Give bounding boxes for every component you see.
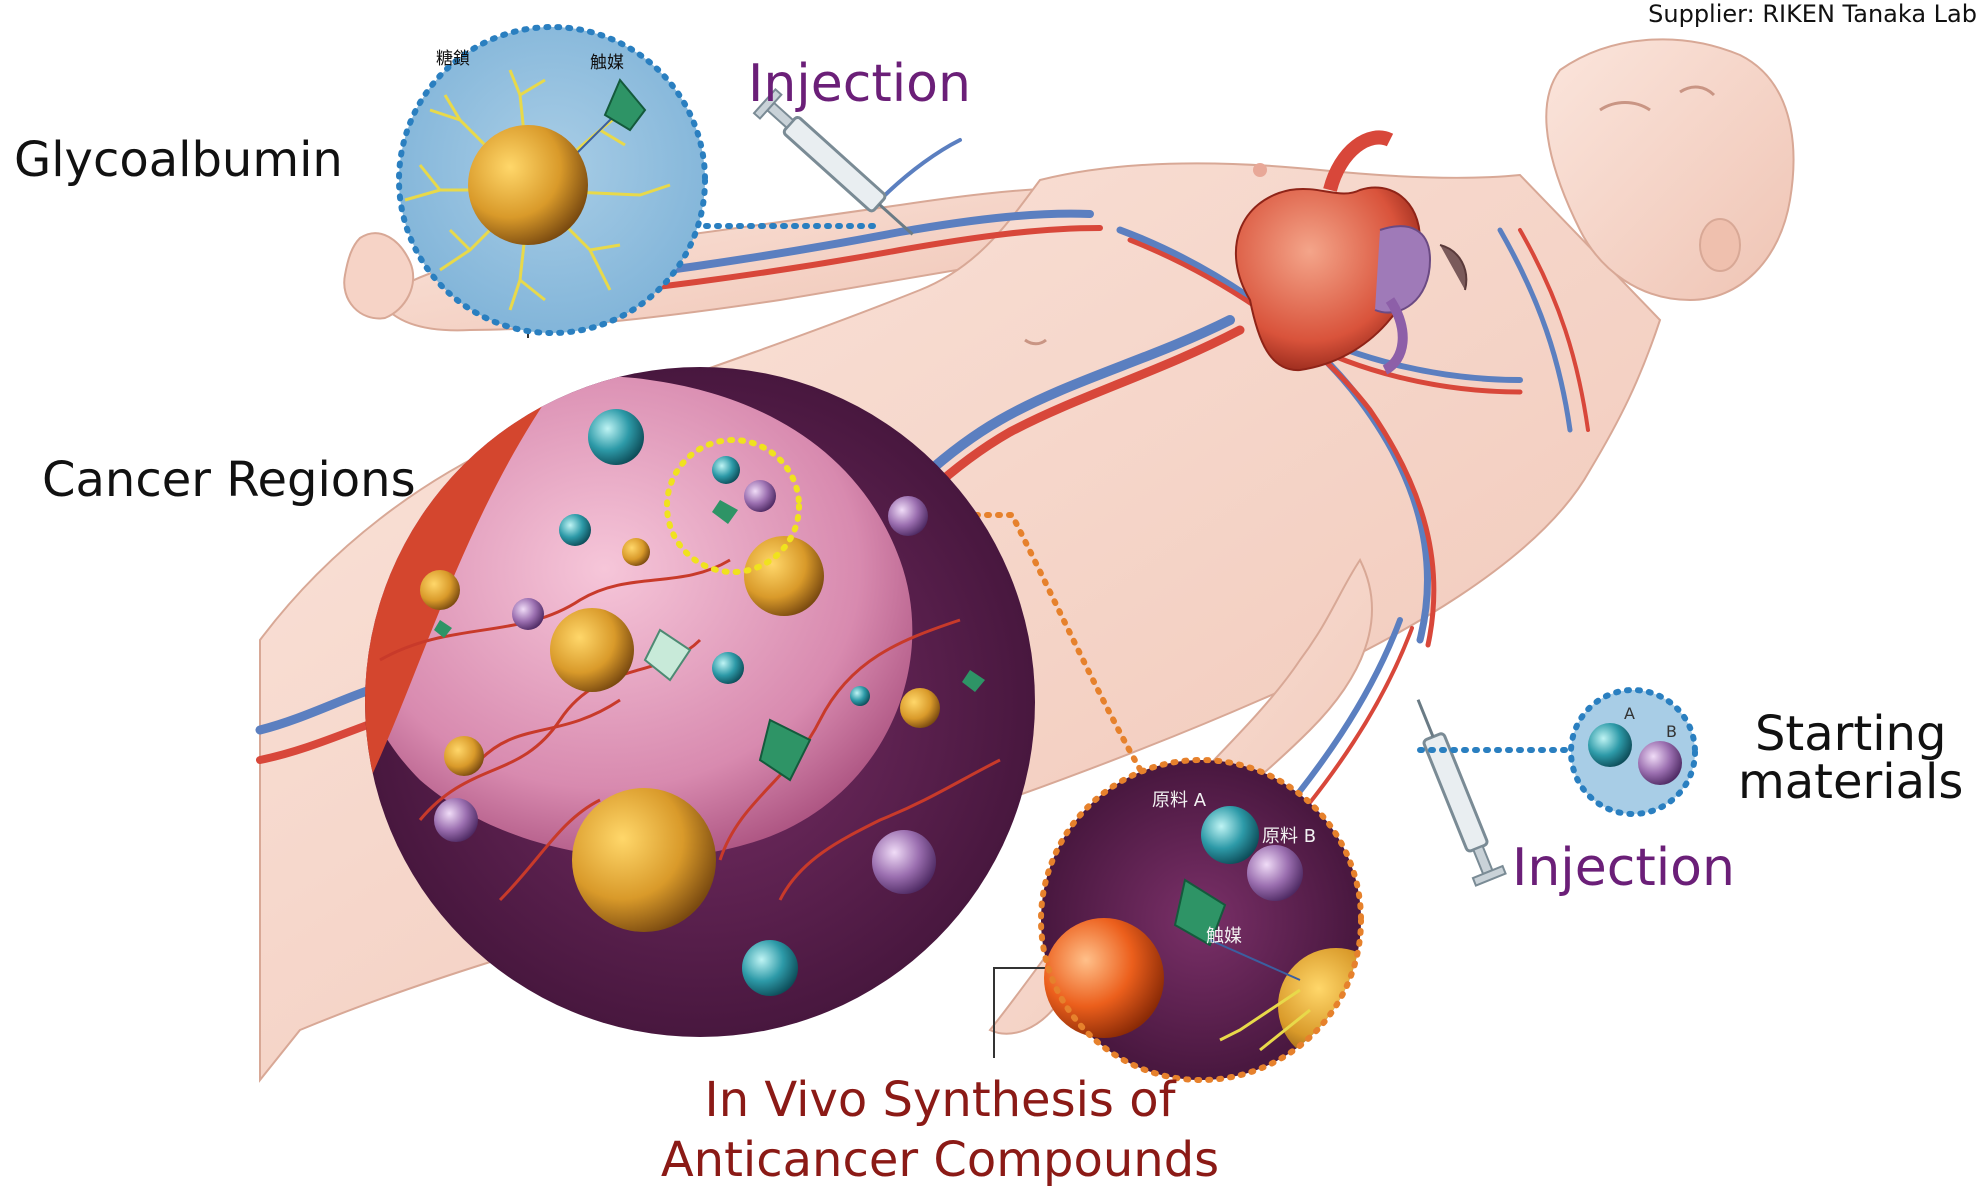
material-a-letter: A [1624,704,1635,723]
injection-label-top: Injection [748,54,971,114]
catalyst-tag-bottom: 触媒 [1206,922,1242,948]
sugar-chain-tag: 糖鎖 [436,44,470,69]
material-a-tag: 原料 A [1152,786,1206,812]
glycoalbumin-inset [399,27,705,333]
material-b-tag: 原料 B [1262,822,1316,848]
in-vivo-line1: In Vivo Synthesis of [600,1070,1280,1130]
in-vivo-synthesis-label: In Vivo Synthesis of Anticancer Compound… [600,1070,1280,1190]
starting-materials-label: Starting materials [1738,710,1963,806]
material-b-letter: B [1666,722,1677,741]
synthesis-inset [1041,760,1394,1080]
syringe-icon [1403,694,1505,886]
catalyst-tag-top: 触媒 [590,48,624,73]
cancer-regions-label: Cancer Regions [42,452,416,508]
glycoalbumin-label: Glycoalbumin [14,132,343,188]
injection-label-bottom: Injection [1512,838,1735,898]
starting-materials-line1: Starting [1738,710,1963,758]
starting-materials-line2: materials [1738,758,1963,806]
gold-nanoparticle-icon [468,125,588,245]
supplier-credit: Supplier: RIKEN Tanaka Lab [1648,0,1977,28]
in-vivo-line2: Anticancer Compounds [600,1130,1280,1190]
